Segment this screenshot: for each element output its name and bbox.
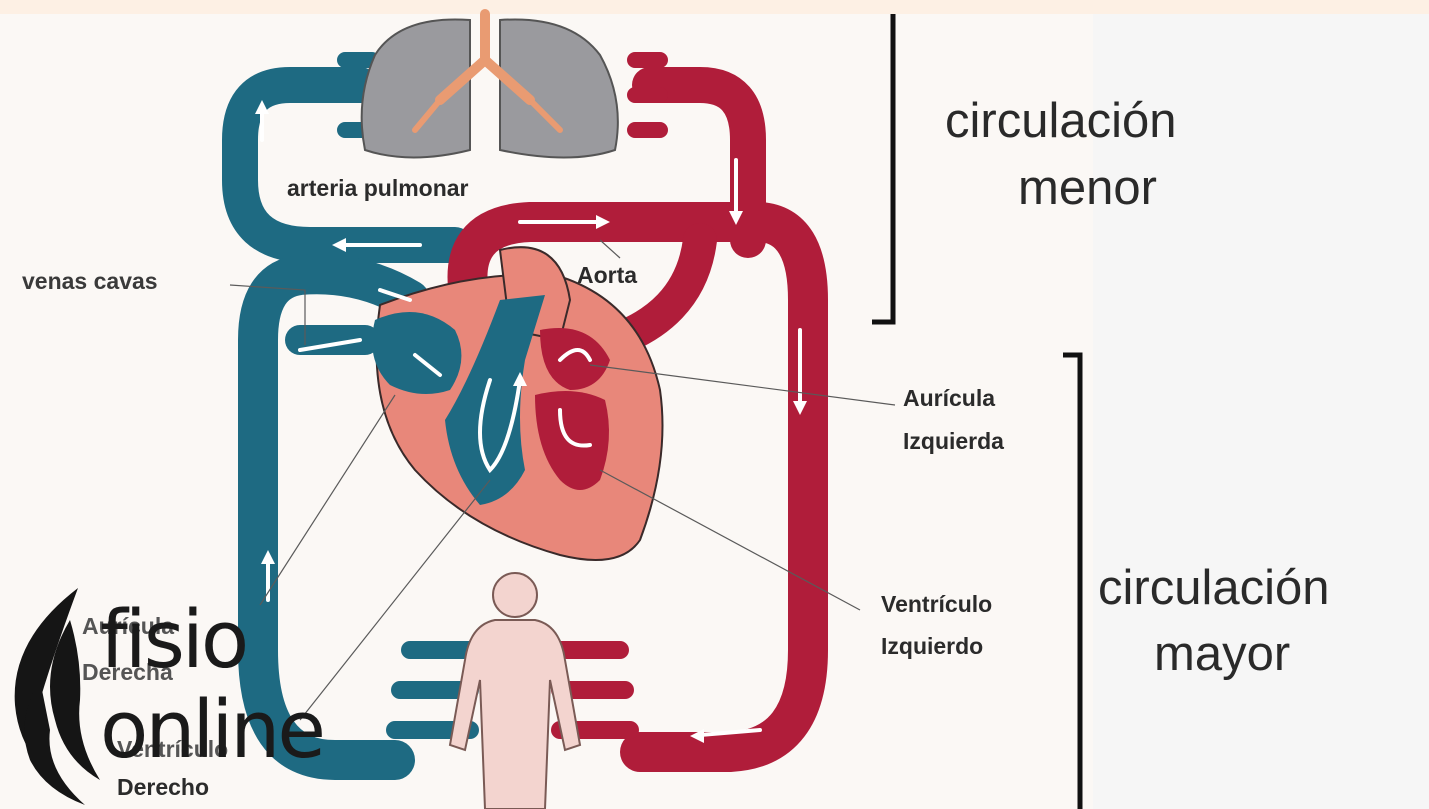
- human-figure: [450, 573, 580, 809]
- logo-word-online: online: [100, 690, 323, 770]
- title-circulacion-menor-line1: circulación: [945, 91, 1176, 151]
- label-venas-cavas: venas cavas: [22, 265, 158, 298]
- logo-word-fisio: fisio: [100, 600, 246, 680]
- title-circulacion-mayor-line2: mayor: [1154, 624, 1290, 684]
- label-aorta: Aorta: [577, 259, 637, 292]
- label-ventriculo-izquierdo-2: Izquierdo: [881, 630, 983, 663]
- title-circulacion-menor-line2: menor: [1018, 158, 1157, 218]
- label-arteria-pulmonar: arteria pulmonar: [287, 172, 469, 205]
- label-auricula-izquierda-2: Izquierda: [903, 425, 1004, 458]
- title-circulacion-mayor-line1: circulación: [1098, 558, 1329, 618]
- label-ventriculo-izquierdo-1: Ventrículo: [881, 588, 992, 621]
- label-auricula-izquierda-1: Aurícula: [903, 382, 995, 415]
